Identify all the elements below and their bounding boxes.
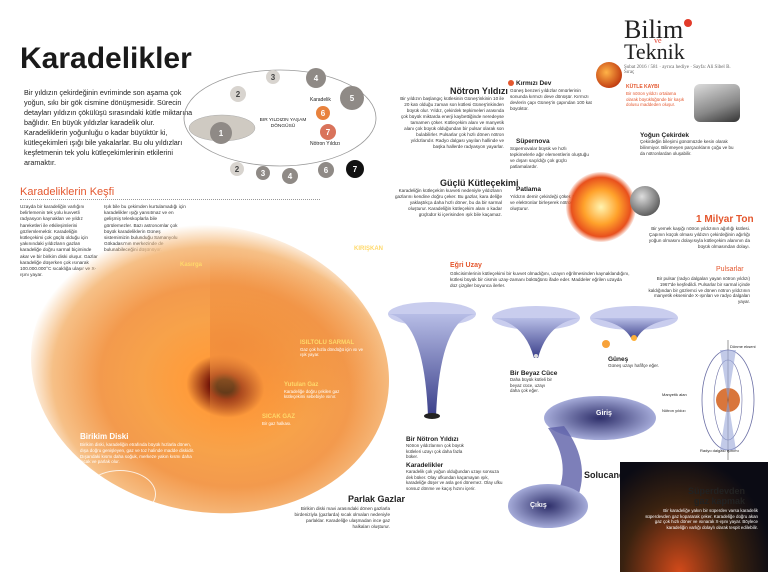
kd-text: Karadelik çok yoğun olduğundan uzayı son… <box>406 469 503 491</box>
red-giant-image <box>596 62 622 88</box>
supernova-title: Süpernova <box>516 138 550 145</box>
kesfi-col1: Uzayda bir karadeliğin varlığını belirle… <box>20 204 98 278</box>
cikis-label: Çıkış <box>530 502 547 509</box>
kirmizi-dev-text: Güneş benzeri yıldızlar ömürlerinin sonu… <box>510 88 592 111</box>
superdev-image <box>620 462 768 572</box>
supernova-image <box>566 172 636 242</box>
patlama-text: Yıldızın demir çekirdeği çöker. Protonla… <box>510 194 592 211</box>
superdev-title2: gaz kapmak <box>694 496 746 506</box>
sicak-label: SICAK GAZ <box>262 414 295 420</box>
gucu-text: Karadeliğin kütleçekim kuvveti nedeniyle… <box>395 188 502 217</box>
stage-4b: 4 <box>282 168 298 184</box>
gas-stream-image <box>210 240 410 450</box>
pulsarlar-text: Bir pulsar (radyo dalgaları yayan nötron… <box>648 276 750 305</box>
stage-1: 1 <box>210 122 232 144</box>
radyo-label: Radyo dalgası ışınımı <box>700 448 739 453</box>
isiltolu-text: Gaz çok hızla döndüğü için ısı ve ışık y… <box>300 347 364 358</box>
kirmizi-dev-marker <box>508 80 514 86</box>
yutulan-label: Yutulan Gaz <box>284 382 319 388</box>
karadelik-label: Karadelik <box>310 97 331 103</box>
gunes-title: Güneş <box>608 356 629 363</box>
stage-3: 3 <box>266 70 280 84</box>
notron-title: Nötron Yıldızı <box>450 86 508 96</box>
logo-dot <box>684 19 692 27</box>
stage-3b: 3 <box>256 166 270 180</box>
gunes-text: Güneş uzayı hafifçe eğer. <box>608 363 660 368</box>
page-title: Karadelikler <box>20 42 192 75</box>
gucu-title: Güçlü Kütleçekimi <box>440 178 519 188</box>
manyetik-label: Manyetik alan <box>662 392 687 397</box>
stage-4: 4 <box>306 68 326 88</box>
intro-text: Bir yıldızın çekirdeğinin evriminde son … <box>24 88 193 167</box>
logo-subtitle: Şubat 2016 / 581 · ayrıca hediye · Sayfa… <box>624 65 731 75</box>
egri-title: Eğri Uzay <box>450 262 482 269</box>
stage-7b: 7 <box>346 160 364 178</box>
parlak-title: Parlak Gazlar <box>348 494 406 504</box>
notron-text: Bir yıldızın başlangıç kütlesinin Güneş'… <box>400 96 504 149</box>
kesfi-divider <box>20 199 320 200</box>
stage-5: 5 <box>340 86 364 110</box>
yogun-title: Yoğun Çekirdek <box>640 132 690 139</box>
donme-label: Dönme ekseni <box>730 344 756 349</box>
superdev-text: Bir karadeliğe yakın bir süperdev varsa … <box>645 508 758 530</box>
yogun-text: Çekirdeğin bileşimi günümüzde kesin olar… <box>640 139 734 156</box>
sun-icon <box>602 340 610 348</box>
stage-2b: 2 <box>230 162 244 176</box>
stage-6b: 6 <box>318 162 334 178</box>
solucan-label: Solucandeliği <box>584 470 643 480</box>
birikim-text: Birikim diski, karadeliğin etrafında büy… <box>80 442 195 465</box>
curved-space-diagram <box>388 302 678 419</box>
kirmizi-dev-title: Kırmızı Dev <box>516 80 552 87</box>
kiriskan-text: Gaz karadeliğe girmeden önce yönünü deği… <box>354 253 413 264</box>
pulsar-diagram <box>701 340 755 460</box>
kd-title: Karadelikler <box>406 462 444 469</box>
nb-text: Nötron yıldızlarının çok büyük kütleleri… <box>406 443 464 460</box>
egri-text: Gökcisimlerinin kütleçekimi bir kuvvet o… <box>450 271 630 288</box>
patlama-title: Patlama <box>516 186 541 193</box>
superdev-title1: Süperdevden <box>688 486 746 496</box>
kiriskan-label: KIRIŞKAN <box>354 246 384 252</box>
stage-2: 2 <box>230 86 246 102</box>
logo-line1: Bilim <box>624 15 684 44</box>
yutulan-text: Karadeliğe doğru çekilen gaz kütleçekimi… <box>284 389 340 400</box>
sicak-text: Bir gaz halkası. <box>262 421 292 426</box>
lifecycle-center-label: BIR YILDIZIN YAŞAM DÖNGÜSÜ <box>259 118 307 129</box>
isiltolu-label: ISILTOLU SARMAL <box>300 340 355 346</box>
milyar-text: Bir yemek kaşığı nötron yıldızının ağırl… <box>648 226 750 249</box>
neutron-star-image <box>630 186 660 216</box>
logo-and: ve <box>654 36 662 45</box>
notron-label2: Nötron yıldızı <box>662 408 686 413</box>
nb-title: Bir Nötron Yıldızı <box>406 436 459 443</box>
kutle-kaybi-title: KÜTLE KAYBI <box>626 84 660 90</box>
milyar-title: 1 Milyar Ton <box>696 214 754 225</box>
supernova-text: Süpernovalar büyük ve hızlı tepkimelerle… <box>510 146 589 169</box>
stage-7: 7 <box>320 124 336 140</box>
birikim-mini-diagram <box>84 470 156 518</box>
notron-label: Nötron Yıldızı <box>310 141 341 147</box>
stage-6: 6 <box>316 106 330 120</box>
giris-label: Giriş <box>596 410 612 417</box>
birikim-title: Birikim Diski <box>80 432 129 441</box>
kesfi-title: Karadeliklerin Keşfi <box>20 186 115 198</box>
kutle-kaybi-text: Bir nötron yıldızı ortalama olarak büyük… <box>626 91 685 108</box>
parlak-text: Birikim diski mavi arasındaki dönen gazl… <box>294 506 391 529</box>
kasirga-label: Kasırga <box>180 262 203 268</box>
bb-title: Bir Beyaz Cüce <box>510 370 558 377</box>
pulsarlar-title: Pulsarlar <box>716 266 744 273</box>
magazine-logo: Bilim ve Teknik Şubat 2016 / 581 · ayrıc… <box>624 15 736 76</box>
wormhole-diagram <box>508 396 656 528</box>
logo-line2: Teknik <box>624 39 685 64</box>
bb-text: Daha büyük kütleli bir beyaz cüce, uzayı… <box>510 377 552 394</box>
teaspoon-image <box>694 84 740 122</box>
